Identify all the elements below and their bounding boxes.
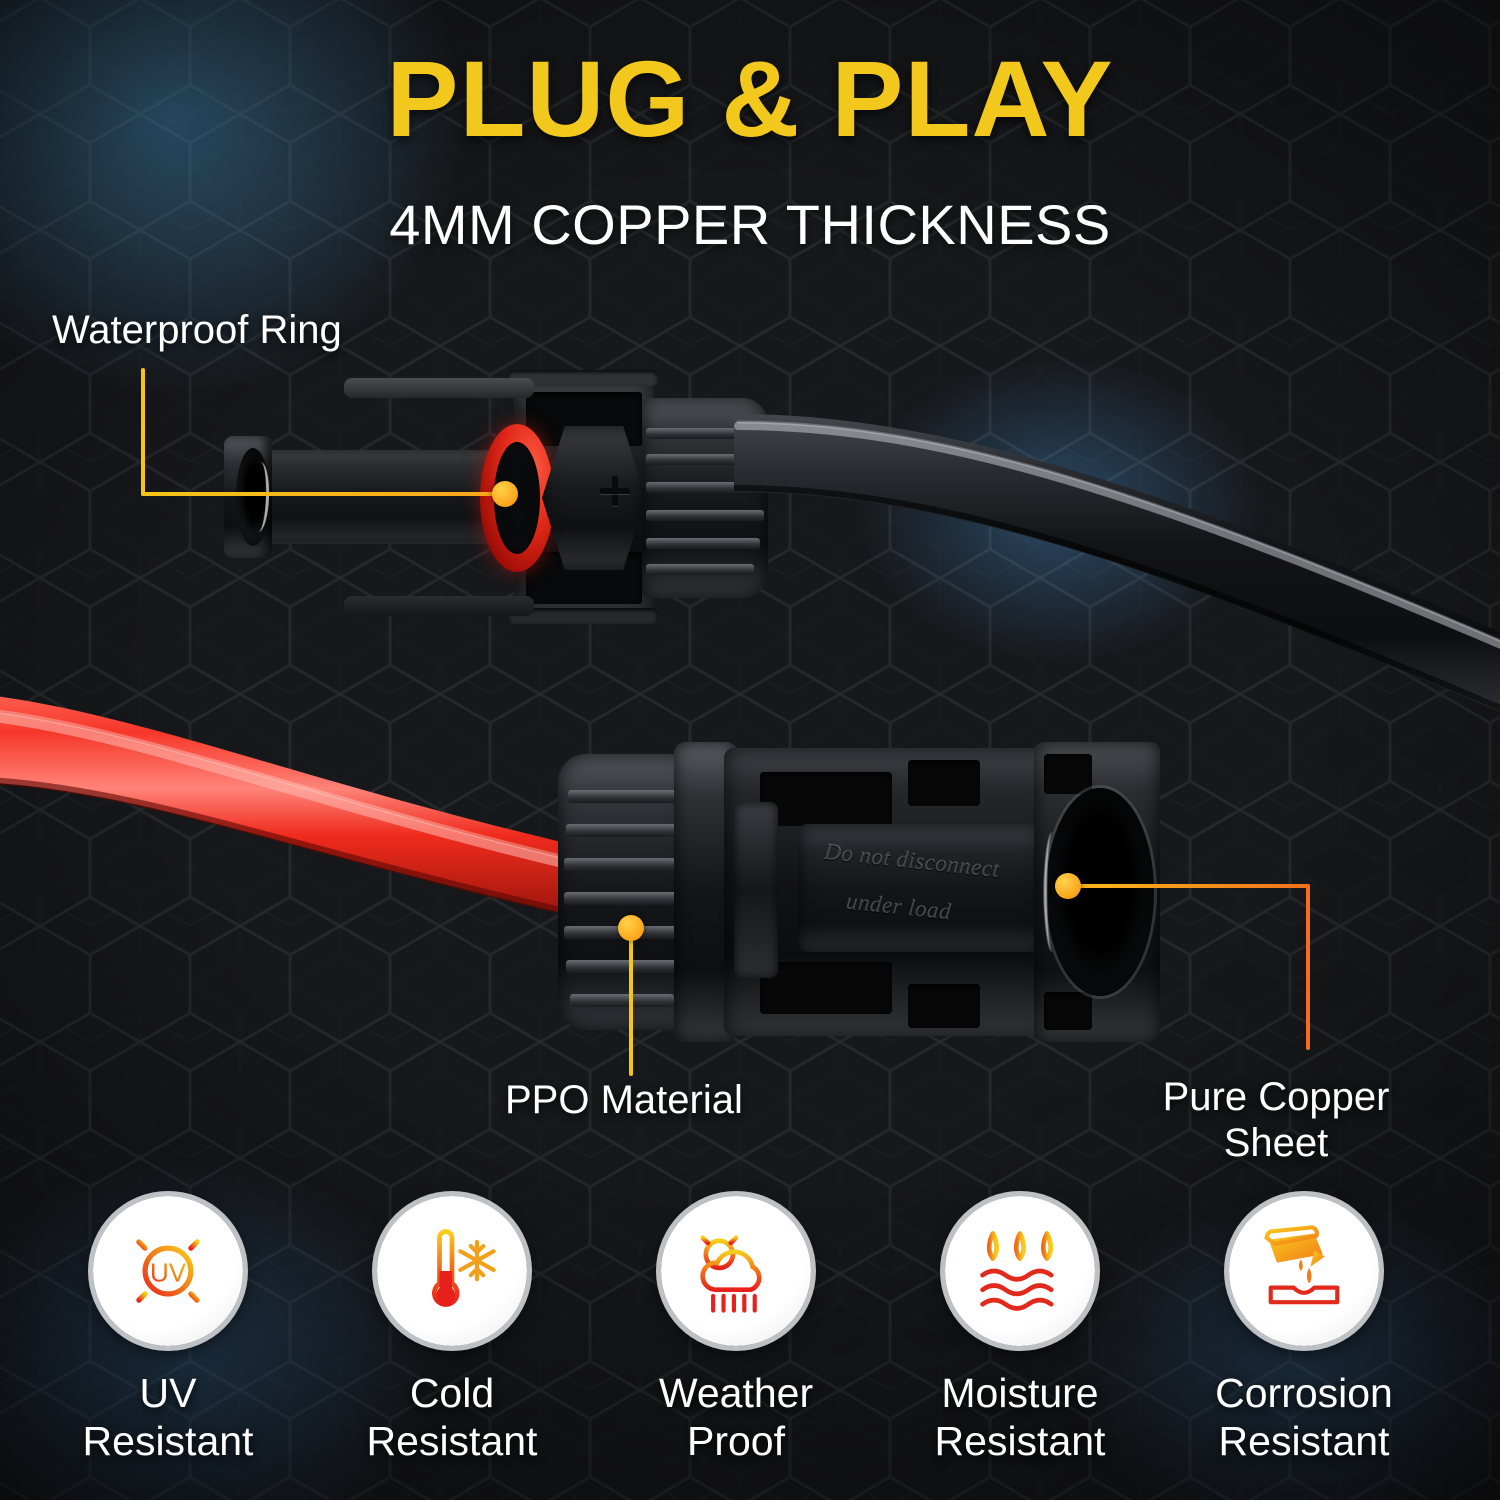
feature-label: Corrosion Resistant — [1154, 1370, 1454, 1465]
shell-window-bottom-left — [760, 962, 892, 1014]
male-barrel-bore — [236, 448, 270, 546]
feature-label-line1: Cold — [409, 1370, 495, 1416]
callout-dot-waterproof-ring — [492, 481, 518, 507]
feature-icon-circle — [661, 1196, 811, 1346]
feature-label-line1: Weather — [658, 1370, 814, 1416]
male-cable-gland — [642, 398, 768, 598]
female-cable-gland — [558, 754, 688, 1030]
housing-fin-bottom — [508, 608, 658, 624]
shell-window-bottom-right — [908, 984, 980, 1028]
sun-cloud-rain-icon — [694, 1229, 762, 1313]
feature-label: Weather Proof — [586, 1370, 886, 1465]
feature-label: Moisture Resistant — [870, 1370, 1170, 1465]
leader-copper-vertical — [1306, 884, 1310, 1050]
callout-ppo-label: PPO Material — [505, 1078, 743, 1122]
feature-label-line1: Moisture — [941, 1370, 1099, 1416]
face-notch-bottom — [1044, 992, 1092, 1030]
feature-icon-circle — [1229, 1196, 1379, 1346]
svg-text:UV: UV — [150, 1257, 187, 1287]
feature-icon-circle: UV — [93, 1196, 243, 1346]
male-mc4-connector — [214, 364, 774, 646]
page-title: PLUG & PLAY — [386, 38, 1114, 159]
callout-dot-ppo — [618, 915, 644, 941]
leader-ppo-vertical — [629, 928, 633, 1076]
feature-corrosion-resistant[interactable]: Corrosion Resistant — [1154, 1196, 1454, 1465]
leader-waterproof-ring-vertical — [141, 368, 145, 496]
housing-fin-top — [508, 370, 658, 386]
female-mc4-connector: Do not disconnect under load — [548, 736, 1164, 1048]
corrosion-pour-icon — [1264, 1225, 1340, 1305]
housing-wing-top — [344, 378, 534, 398]
leader-copper-horizontal — [1068, 884, 1310, 888]
water-droplets-waves-icon — [980, 1231, 1054, 1311]
feature-icon-circle — [377, 1196, 527, 1346]
feature-uv-resistant[interactable]: UV UV Resistant — [18, 1196, 318, 1465]
feature-label-line1: Corrosion — [1215, 1370, 1393, 1416]
feature-moisture-resistant[interactable]: Moisture Resistant — [870, 1196, 1170, 1465]
male-hex-nut — [542, 426, 646, 570]
shell-rib-divider — [734, 802, 778, 978]
port-rim-highlight — [1044, 832, 1061, 952]
feature-weather-proof[interactable]: Weather Proof — [586, 1196, 886, 1465]
callout-dot-copper — [1055, 873, 1081, 899]
feature-label-line2: Resistant — [1218, 1417, 1390, 1464]
face-notch-top — [1044, 754, 1092, 794]
page-subtitle: 4MM COPPER THICKNESS — [389, 193, 1111, 256]
feature-label: UV Resistant — [18, 1370, 318, 1465]
callout-copper-label: Pure Copper Sheet — [1148, 1074, 1404, 1167]
feature-badge-row: UV UV Resistant — [0, 1196, 1500, 1496]
feature-label-line2: Resistant — [82, 1417, 254, 1464]
callout-waterproof-ring-label: Waterproof Ring — [52, 308, 342, 352]
feature-icon-circle — [945, 1196, 1095, 1346]
shell-window-top-left — [760, 772, 892, 826]
feature-label-line2: Resistant — [366, 1417, 538, 1464]
feature-label-line2: Proof — [687, 1417, 785, 1464]
housing-wing-bottom — [344, 596, 534, 616]
uv-sun-icon: UV — [123, 1226, 213, 1316]
leader-waterproof-ring-horizontal — [141, 492, 507, 496]
feature-label-line2: Resistant — [934, 1417, 1106, 1464]
callout-copper-line2: Sheet — [1223, 1121, 1329, 1166]
feature-cold-resistant[interactable]: Cold Resistant — [302, 1196, 602, 1465]
callout-copper-line1: Pure Copper — [1162, 1075, 1390, 1119]
feature-label: Cold Resistant — [302, 1370, 602, 1465]
thermometer-snowflake-icon — [418, 1229, 496, 1307]
female-inner-barrel — [798, 824, 1042, 952]
polarity-plus-marking — [600, 476, 630, 506]
shell-window-top-right — [908, 760, 980, 806]
feature-label-line1: UV — [139, 1370, 197, 1416]
